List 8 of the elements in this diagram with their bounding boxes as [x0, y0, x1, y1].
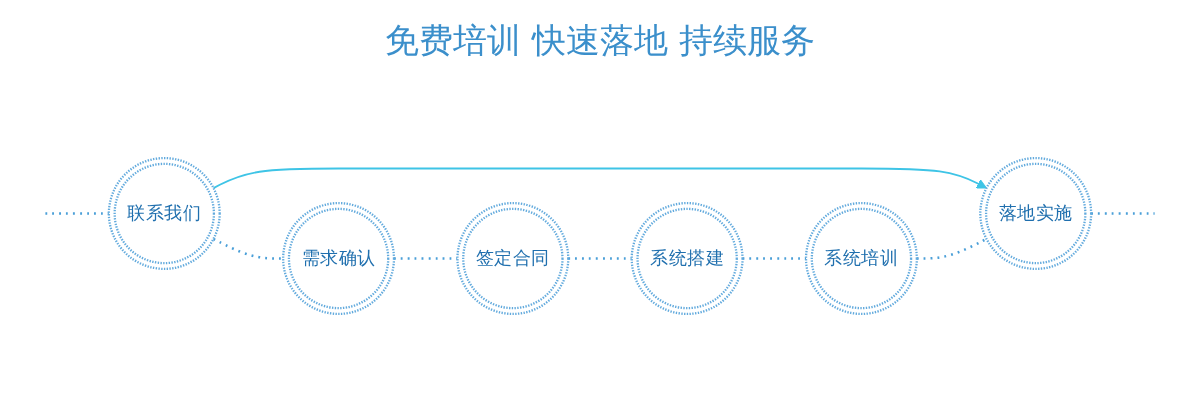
step-circle: 落地实施 — [979, 156, 1093, 271]
step-circle: 联系我们 — [107, 156, 221, 271]
step-circle: 签定合同 — [456, 201, 570, 316]
title: 免费培训 快速落地 持续服务 — [385, 20, 815, 60]
step-circle: 系统搭建 — [630, 201, 744, 316]
curved-arrow — [212, 167, 987, 189]
step-circle: 需求确认 — [282, 201, 396, 316]
step-circle: 系统培训 — [804, 201, 918, 316]
